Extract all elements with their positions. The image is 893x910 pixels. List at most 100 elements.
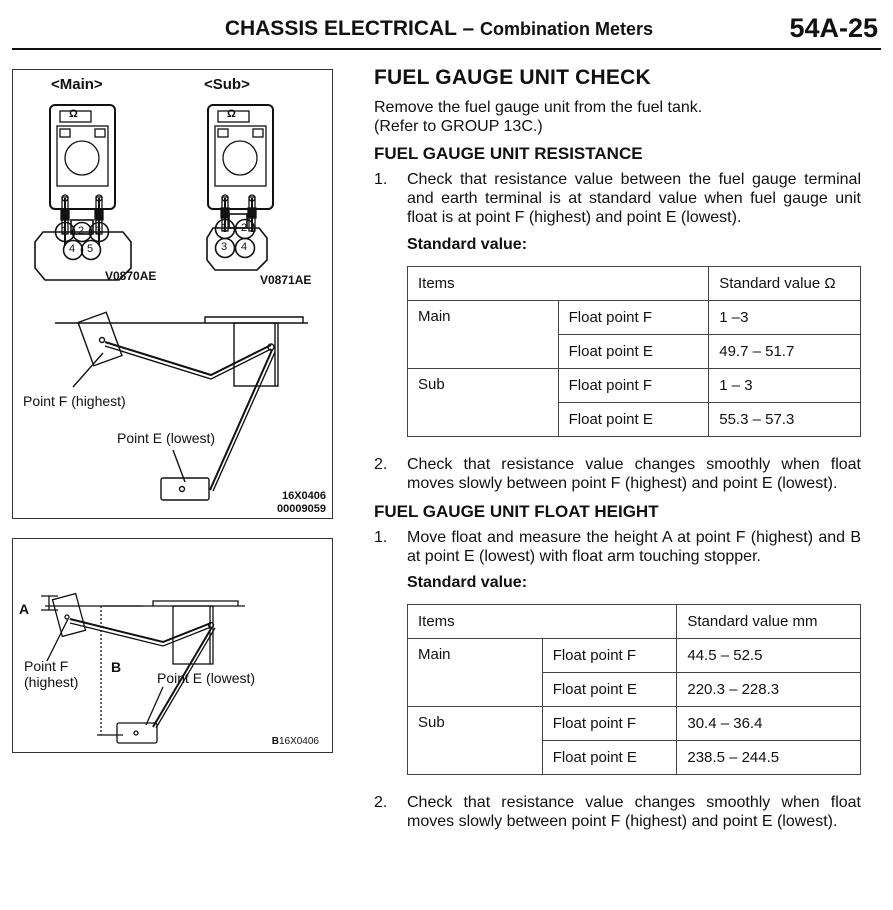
column-header-items: Items — [406, 604, 678, 639]
float-height-table: Items Standard value mm Main Float point… — [406, 604, 861, 775]
header-dash: – — [456, 17, 480, 40]
code-sub: V0871AE — [260, 273, 312, 287]
figure-multimeter-and-float: <Main> <Sub> Ω Ω 1 2 3 4 5 1 2 3 4 V0870… — [12, 69, 333, 519]
column-header-value: Standard value Ω — [708, 266, 861, 301]
figure-float-height: A B Point F (highest) Point E (lowest) B… — [12, 538, 333, 753]
table-cell-value: 30.4 – 36.4 — [676, 706, 861, 741]
step-number: 1. — [374, 171, 388, 188]
standard-value-label: Standard value: — [407, 236, 528, 253]
table-cell-point: Float point E — [557, 334, 710, 369]
table-header-row: Items Standard value Ω — [406, 266, 861, 301]
terminal-label: 1 — [221, 222, 228, 234]
multimeter-sub-icon — [207, 104, 274, 232]
point-f-line2: (highest) — [24, 674, 79, 690]
float-height-step-2: 2. Check that resistance value changes s… — [374, 793, 861, 831]
figure2-drawing — [41, 592, 245, 744]
page-header: CHASSIS ELECTRICAL – Combination Meters … — [12, 0, 881, 50]
point-f-label: Point F (highest) — [24, 658, 78, 690]
table-cell-value: 44.5 – 52.5 — [676, 638, 861, 673]
step-text: Move float and measure the height A at p… — [407, 529, 861, 565]
ohm-symbol-main: Ω — [69, 108, 78, 120]
column-header-items: Items — [406, 266, 710, 301]
terminal-label: 4 — [69, 243, 76, 255]
header-title: CHASSIS ELECTRICAL – Combination Meters — [225, 17, 653, 41]
table-group-main: Main — [407, 638, 543, 707]
intro-reference: (Refer to GROUP 13C.) — [374, 118, 543, 135]
figure1-code-line1: 16X0406 — [281, 490, 326, 502]
page-number: 54A-25 — [789, 13, 878, 43]
figure1-code: 16X0406 00009059 — [277, 490, 326, 516]
table-cell-point: Float point F — [541, 638, 678, 673]
table-cell-point: Float point F — [541, 706, 678, 741]
float-height-diagram-icon — [41, 592, 245, 744]
multimeter-main-icon — [49, 104, 116, 245]
table-row: Float point E 55.3 – 57.3 — [408, 402, 861, 437]
resistance-step-2: 2. Check that resistance value changes s… — [374, 455, 861, 493]
table-row: Sub Float point F 30.4 – 36.4 — [407, 706, 861, 775]
float-height-step-1: 1. Move float and measure the height A a… — [374, 528, 861, 566]
table-row: Main Float point F 1 –3 — [407, 300, 861, 369]
column-header-value: Standard value mm — [676, 604, 861, 639]
table-row: Sub Float point F 1 – 3 — [407, 368, 861, 437]
point-e-label: Point E (lowest) — [117, 430, 216, 446]
main-content: FUEL GAUGE UNIT CHECK Remove the fuel ga… — [374, 66, 861, 831]
step-number: 1. — [374, 529, 388, 546]
main-label: <Main> — [51, 76, 103, 93]
connector-main-icon — [34, 219, 132, 281]
dimension-a-label: A — [19, 601, 30, 617]
figure2-code-prefix: B — [271, 736, 279, 747]
sub-label: <Sub> — [204, 76, 250, 93]
figure2-code: B16X0406 — [272, 736, 319, 747]
table-cell-value: 238.5 – 244.5 — [676, 740, 861, 775]
terminal-label: 2 — [241, 222, 248, 234]
table-row: Float point E 220.3 – 228.3 — [408, 672, 861, 707]
figure2-code-number: 16X0406 — [278, 736, 319, 747]
table-cell-value: 220.3 – 228.3 — [676, 672, 861, 707]
float-height-heading: FUEL GAUGE UNIT FLOAT HEIGHT — [374, 502, 659, 521]
dimension-b-label: B — [111, 659, 122, 675]
step-text: Check that resistance value changes smoo… — [407, 794, 861, 830]
step-text: Check that resistance value between the … — [407, 171, 861, 226]
table-cell-point: Float point F — [557, 368, 710, 403]
terminal-label: 3 — [221, 241, 228, 253]
table-cell-point: Float point E — [541, 672, 678, 707]
table-cell-point: Float point E — [557, 402, 710, 437]
table-cell-point: Float point F — [557, 300, 710, 335]
terminal-label: 5 — [87, 243, 94, 255]
table-cell-value: 1 – 3 — [708, 368, 861, 403]
step-number: 2. — [374, 794, 388, 811]
resistance-table: Items Standard value Ω Main Float point … — [406, 266, 861, 437]
table-row: Main Float point F 44.5 – 52.5 — [407, 638, 861, 707]
table-cell-value: 55.3 – 57.3 — [708, 402, 861, 437]
table-row: Float point E 49.7 – 51.7 — [408, 334, 861, 369]
terminal-label: 1 — [61, 225, 68, 237]
table-cell-value: 49.7 – 51.7 — [708, 334, 861, 369]
table-header-row: Items Standard value mm — [406, 604, 861, 639]
code-main: V0870AE — [105, 269, 157, 283]
table-cell-value: 1 –3 — [708, 300, 861, 335]
intro-text: Remove the fuel gauge unit from the fuel… — [374, 99, 703, 116]
table-group-sub: Sub — [407, 368, 559, 437]
ohm-symbol-sub: Ω — [227, 108, 236, 120]
point-f-line1: Point F — [24, 658, 69, 674]
fuel-gauge-unit-icon — [55, 311, 308, 501]
header-subsection: Combination Meters — [479, 19, 653, 39]
figure1-drawing — [34, 104, 308, 501]
step-text: Check that resistance value changes smoo… — [407, 456, 861, 492]
standard-value-label: Standard value: — [407, 574, 528, 591]
table-cell-point: Float point E — [541, 740, 678, 775]
resistance-step-1: 1. Check that resistance value between t… — [374, 170, 861, 227]
terminal-label: 2 — [78, 225, 85, 237]
terminal-label: 3 — [95, 225, 102, 237]
connector-sub-icon — [206, 213, 268, 271]
table-row: Float point E 238.5 – 244.5 — [408, 740, 861, 775]
table-group-main: Main — [407, 300, 559, 369]
step-number: 2. — [374, 456, 388, 473]
point-e-label: Point E (lowest) — [157, 670, 256, 686]
page-title: FUEL GAUGE UNIT CHECK — [374, 66, 651, 89]
terminal-label: 4 — [241, 241, 248, 253]
table-group-sub: Sub — [407, 706, 543, 775]
point-f-label: Point F (highest) — [23, 393, 126, 409]
header-section: CHASSIS ELECTRICAL — [224, 17, 457, 40]
figure1-code-line2: 00009059 — [277, 503, 326, 515]
